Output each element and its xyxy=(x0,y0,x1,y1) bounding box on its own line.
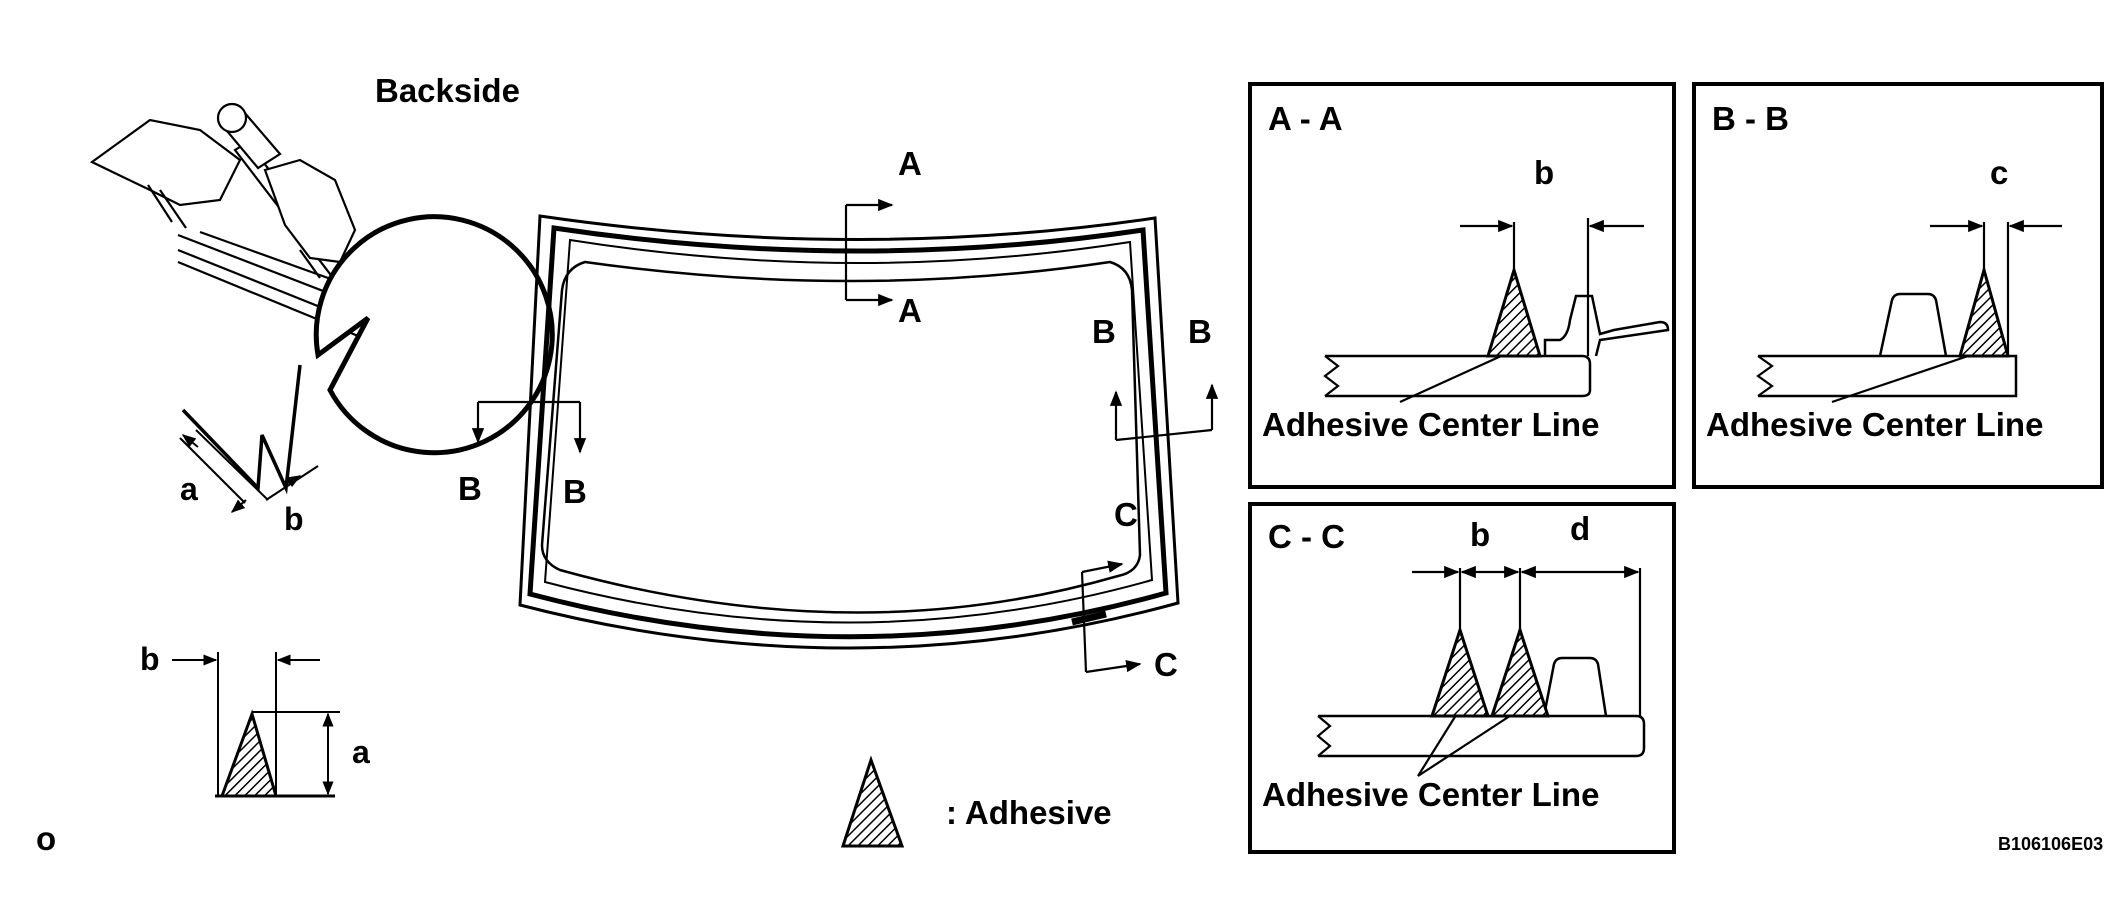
adhesive-legend: : Adhesive xyxy=(840,755,1112,848)
backside-label: Backside xyxy=(375,72,520,109)
glass-mark-a-bottom: A xyxy=(898,292,922,329)
section-cc-dim-d: d xyxy=(1570,510,1590,547)
bubble-label-a: a xyxy=(180,471,198,507)
bead-cross-section: b a xyxy=(140,641,370,798)
page-marker: o xyxy=(36,820,56,857)
glass-mark-b-left-1: B xyxy=(458,470,482,507)
adhesive-legend-swatch xyxy=(840,755,905,848)
glass-mark-a-top: A xyxy=(898,145,922,182)
glass-mark-b-right-1: B xyxy=(1092,313,1116,350)
adhesive-legend-label: : Adhesive xyxy=(946,794,1112,831)
section-aa-caption: Adhesive Center Line xyxy=(1262,406,1599,443)
section-bb-panel: B - B c Adhesive Center Line xyxy=(1692,82,2104,489)
section-cc-dim-b: b xyxy=(1470,516,1490,553)
section-bb-title: B - B xyxy=(1712,100,1789,137)
section-markers xyxy=(471,198,1219,674)
bead-zoom-bubble: a b xyxy=(179,214,555,537)
figure-code: B106106E03 xyxy=(1998,834,2103,854)
glass-mark-c-top: C xyxy=(1114,496,1138,533)
section-aa-title: A - A xyxy=(1268,100,1343,137)
section-cc-caption: Adhesive Center Line xyxy=(1262,776,1599,813)
section-aa-panel: A - A b Adhesive Center Line xyxy=(1248,82,1676,489)
glass-mark-c-bottom: C xyxy=(1154,646,1178,683)
bubble-label-b: b xyxy=(284,501,304,537)
section-aa-dim: b xyxy=(1534,154,1554,191)
glass-mark-b-left-2: B xyxy=(563,473,587,510)
windshield-outline xyxy=(518,214,1180,650)
bead-dim-a: a xyxy=(352,734,370,770)
section-bb-dim: c xyxy=(1990,154,2008,191)
glass-mark-b-right-2: B xyxy=(1188,313,1212,350)
section-cc-panel: C - C b d Adhesive Center Line xyxy=(1248,502,1676,854)
section-bb-caption: Adhesive Center Line xyxy=(1706,406,2043,443)
section-cc-title: C - C xyxy=(1268,518,1345,555)
bead-dim-b: b xyxy=(140,641,160,677)
